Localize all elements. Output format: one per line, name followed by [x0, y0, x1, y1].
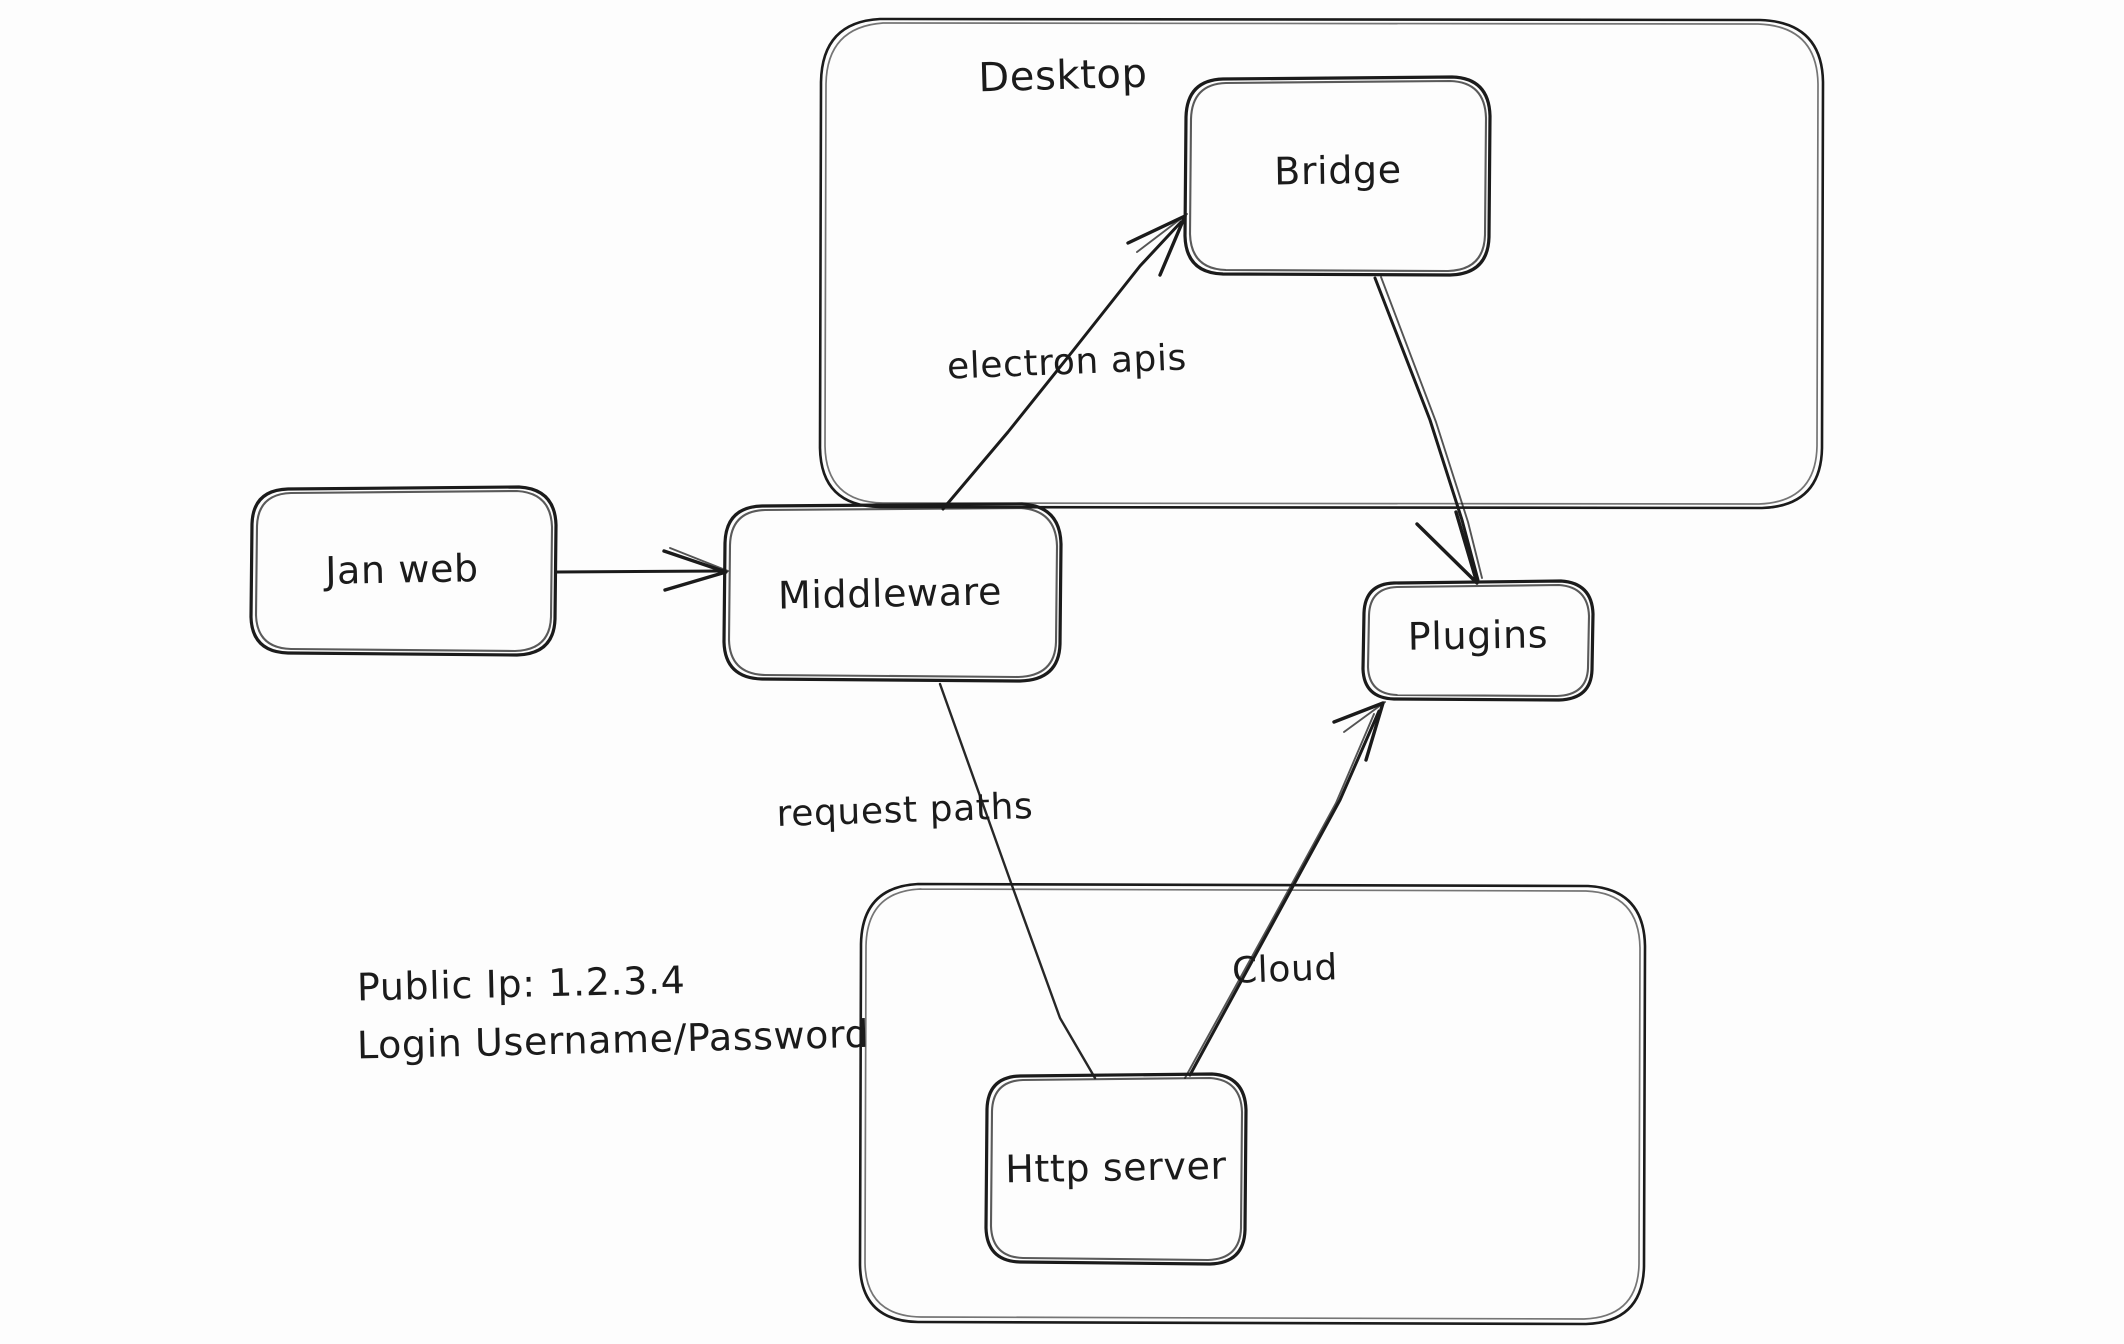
edge-jan-to-middleware[interactable]: [554, 547, 729, 592]
edge-middleware-to-http-line: [938, 682, 1097, 1080]
edge-middleware-to-http[interactable]: request paths: [776, 682, 1097, 1080]
edge-http-to-plugins-label: Cloud: [1231, 947, 1338, 992]
node-http-server[interactable]: Http server: [984, 1072, 1248, 1266]
node-bridge[interactable]: Bridge: [1183, 75, 1492, 277]
desktop-container-border-sketch: [824, 22, 1819, 505]
note-public-ip: Public Ip: 1.2.3.4: [356, 958, 685, 1009]
node-jan-web[interactable]: Jan web: [249, 485, 558, 657]
node-middleware-border: [722, 502, 1063, 683]
cloud-container-border-sketch: [864, 888, 1641, 1320]
node-bridge-label: Bridge: [1274, 148, 1402, 194]
edge-bridge-to-plugins-line-sketch: [1380, 276, 1483, 579]
node-middleware[interactable]: Middleware: [722, 502, 1063, 683]
desktop-container-border: [818, 17, 1825, 510]
node-http-server-border-sketch: [989, 1076, 1244, 1262]
node-bridge-border: [1183, 75, 1492, 277]
edge-http-to-plugins-arrowhead-sketch: [1343, 701, 1386, 733]
notes-block: Public Ip: 1.2.3.4 Login Username/Passwo…: [356, 958, 869, 1067]
edge-middleware-to-http-label: request paths: [776, 786, 1034, 835]
edge-http-to-plugins[interactable]: Cloud: [1184, 701, 1386, 1079]
node-plugins-border-sketch: [1366, 583, 1591, 698]
edge-middleware-to-bridge[interactable]: electron apis: [941, 213, 1188, 511]
edge-http-to-plugins-line-sketch: [1184, 713, 1375, 1079]
edge-bridge-to-plugins[interactable]: [1373, 276, 1483, 585]
container-desktop-label: Desktop: [978, 51, 1148, 102]
edge-middleware-to-bridge-label: electron apis: [946, 337, 1187, 387]
cloud-container-border: [858, 882, 1647, 1326]
edge-jan-to-middleware-line: [554, 569, 724, 574]
note-login-credentials: Login Username/Password: [356, 1012, 869, 1068]
node-bridge-border-sketch: [1188, 79, 1488, 273]
node-jan-web-label: Jan web: [323, 546, 479, 593]
node-plugins[interactable]: Plugins: [1361, 579, 1595, 702]
node-plugins-border: [1361, 579, 1595, 702]
container-desktop[interactable]: Desktop: [818, 17, 1825, 510]
node-http-server-border: [984, 1072, 1248, 1266]
node-http-server-label: Http server: [1005, 1144, 1227, 1192]
node-middleware-border-sketch: [727, 506, 1059, 679]
edge-middleware-to-bridge-line: [941, 220, 1183, 511]
edge-jan-to-middleware-arrowhead-sketch: [669, 547, 729, 572]
node-jan-web-border-sketch: [254, 489, 554, 653]
edge-http-to-plugins-line: [1188, 709, 1381, 1077]
node-middleware-label: Middleware: [778, 569, 1003, 617]
node-jan-web-border: [249, 485, 558, 657]
edge-bridge-to-plugins-line: [1373, 276, 1480, 582]
node-plugins-label: Plugins: [1407, 612, 1548, 658]
container-cloud-group[interactable]: [858, 882, 1647, 1326]
edge-middleware-to-bridge-arrowhead-sketch: [1136, 213, 1188, 253]
